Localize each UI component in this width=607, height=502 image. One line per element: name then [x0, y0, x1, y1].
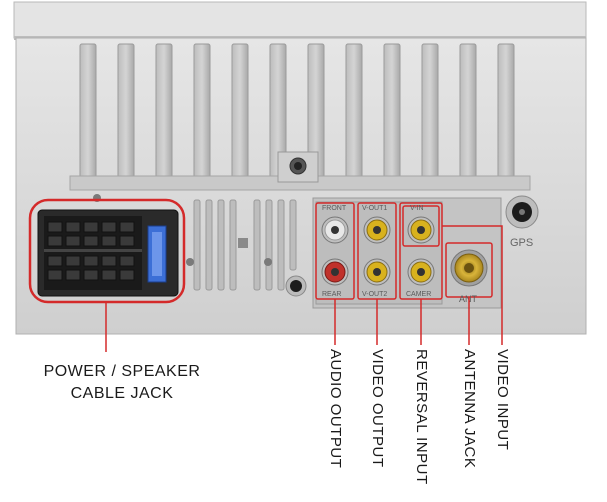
label-camera: CAMER [406, 291, 431, 298]
callout-reversal-input: REVERSAL INPUT [413, 349, 430, 485]
label-rear: REAR [322, 291, 341, 298]
power-connector-highlight [28, 198, 186, 304]
callout-video-input: VIDEO INPUT [494, 349, 511, 451]
top-lid [13, 1, 587, 40]
label-vin: V-IN [410, 205, 424, 212]
callout-power-speaker-line1: POWER / SPEAKER [43, 363, 201, 380]
gps-port-icon [505, 195, 539, 229]
rca-audio-rear-red [321, 258, 349, 286]
callout-lines [105, 225, 503, 352]
callout-video-output: VIDEO OUTPUT [369, 349, 386, 468]
callout-audio-output: AUDIO OUTPUT [327, 349, 344, 469]
rca-video-in-yellow [407, 216, 435, 244]
rca-video-out2-yellow [363, 258, 391, 286]
label-vout2: V-OUT2 [362, 291, 387, 298]
mounting-bracket [277, 151, 319, 183]
mini-jack-icon [285, 275, 307, 297]
label-vout1: V-OUT1 [362, 205, 387, 212]
callout-power-speaker: POWER / SPEAKER CABLE JACK [22, 361, 222, 405]
vent-slots [193, 199, 297, 291]
rca-audio-front-white [321, 216, 349, 244]
power-speaker-connector [37, 209, 179, 297]
antenna-jack-icon [450, 249, 488, 287]
label-front: FRONT [322, 205, 347, 212]
heat-sink-fins [69, 43, 531, 191]
label-gps: GPS [510, 237, 533, 249]
callout-power-speaker-line2: CABLE JACK [70, 385, 174, 402]
rca-video-out1-yellow [363, 216, 391, 244]
callout-antenna-jack: ANTENNA JACK [461, 349, 478, 469]
rca-camera-yellow [407, 258, 435, 286]
